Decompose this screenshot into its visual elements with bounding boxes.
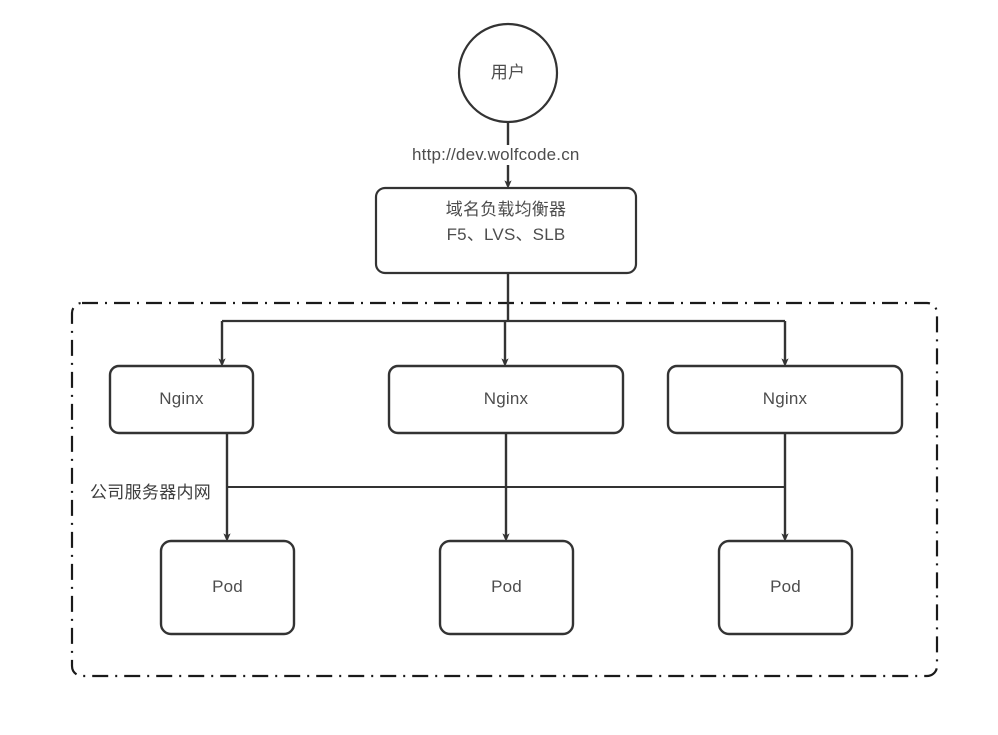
- nginx-node-3-shape: [666, 364, 904, 435]
- pod-node-1-shape: [159, 539, 296, 636]
- intranet-zone-border: [70, 301, 939, 678]
- pod-node-3-shape: [717, 539, 854, 636]
- edge-label-user-to-lb: http://dev.wolfcode.cn: [409, 145, 583, 165]
- user-node-shape: [457, 22, 559, 124]
- pod-node-2-shape: [438, 539, 575, 636]
- load-balancer-node-shape: [374, 186, 638, 275]
- nginx-node-2-shape: [387, 364, 625, 435]
- intranet-zone-label: 公司服务器内网: [86, 478, 216, 503]
- nginx-node-1-shape: [108, 364, 255, 435]
